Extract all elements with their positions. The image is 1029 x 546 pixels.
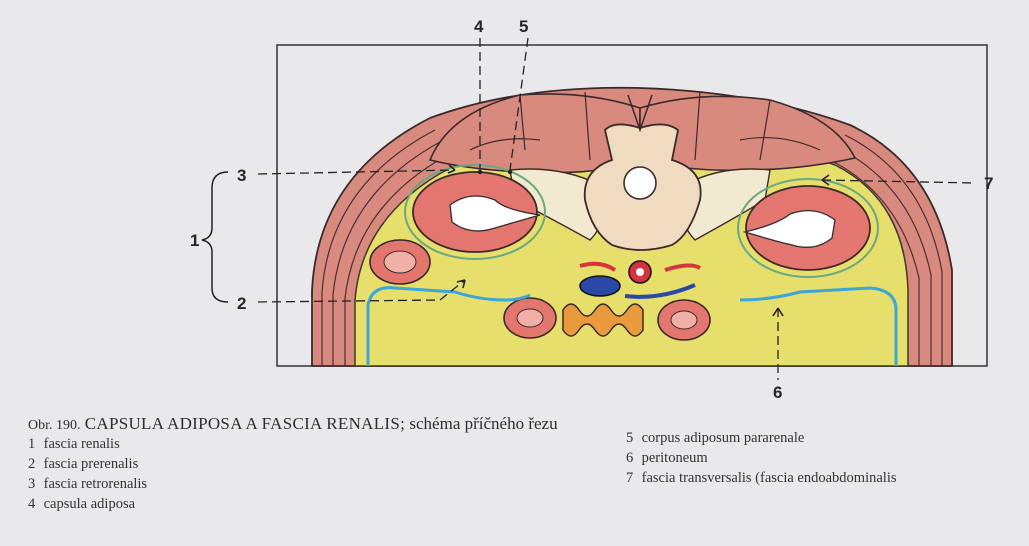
legend-item: 5 corpus adiposum pararenale	[626, 430, 804, 447]
legend-item: 4 capsula adiposa	[28, 496, 135, 513]
vertebral-canal	[624, 167, 656, 199]
figure-caption: Obr. 190. CAPSULA ADIPOSA A FASCIA RENAL…	[28, 414, 558, 434]
legend-item: 1 fascia renalis	[28, 436, 120, 453]
caption-subtitle: schéma příčného řezu	[409, 414, 557, 433]
caption-prefix: Obr. 190.	[28, 418, 81, 433]
brace-1	[202, 172, 228, 302]
label-7: 7	[984, 174, 993, 193]
label-4: 4	[474, 17, 484, 36]
colon-left-lumen	[384, 251, 416, 273]
label-6: 6	[773, 383, 782, 402]
legend-item: 2 fascia prerenalis	[28, 456, 138, 473]
label-5: 5	[519, 17, 528, 36]
caption-title: CAPSULA ADIPOSA A FASCIA RENALIS;	[85, 414, 405, 433]
vena-cava	[580, 276, 620, 296]
legend-item: 7 fascia transversalis (fascia endoabdom…	[626, 470, 897, 487]
legend-item: 3 fascia retrorenalis	[28, 476, 147, 493]
label-3: 3	[237, 166, 246, 185]
bowel-loop-left-lumen	[517, 309, 543, 327]
legend-item: 6 peritoneum	[626, 450, 708, 467]
label-1: 1	[190, 231, 199, 250]
small-intestine	[563, 304, 643, 336]
aorta-lumen	[636, 268, 644, 276]
bowel-loop-right-lumen	[671, 311, 697, 329]
label-2: 2	[237, 294, 246, 313]
